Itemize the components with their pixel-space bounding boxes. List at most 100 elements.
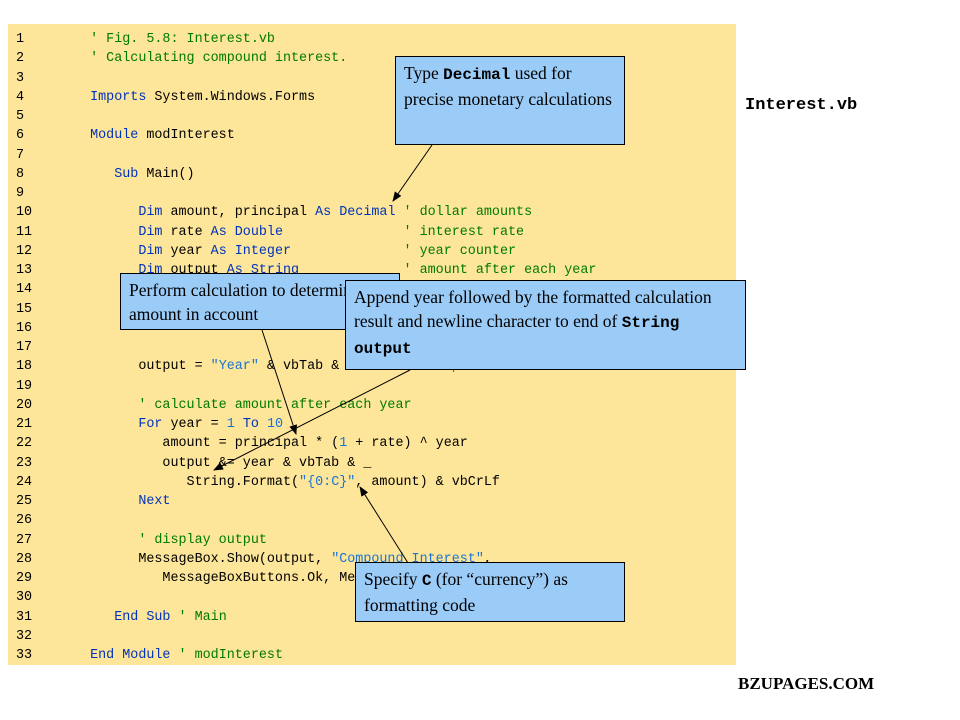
code-text: year [162, 243, 211, 259]
code-line: 25 Next [8, 492, 170, 511]
code-text: System.Windows.Forms [146, 89, 316, 105]
code-text [66, 533, 138, 548]
callout-calculation: Perform calculation to determine amount … [120, 273, 400, 330]
callout-append: Append year followed by the formatted ca… [345, 280, 746, 370]
code-line: 2 ' Calculating compound interest. [8, 49, 347, 68]
line-number: 30 [16, 590, 33, 606]
code-line: 16 [8, 319, 66, 338]
code-line: 15 [8, 300, 66, 319]
code-line: 31 End Sub ' Main [8, 608, 227, 627]
code-text: & vbTab & [258, 359, 348, 375]
callout-calculation-text: Perform calculation to determine amount … [129, 280, 360, 324]
code-keyword: End Sub [114, 609, 171, 625]
line-number: 23 [16, 455, 33, 471]
code-line: 23 output &= year & vbTab & _ [8, 454, 371, 473]
code-text: year = [162, 417, 227, 432]
code-text: String.Format( [66, 474, 300, 490]
code-comment: ' Calculating compound interest. [90, 51, 348, 67]
code-text [66, 205, 138, 220]
code-line: 32 [8, 627, 66, 646]
callout-append-code: String output [354, 314, 680, 358]
code-text [66, 648, 90, 663]
code-text [66, 494, 138, 509]
code-text: amount, principal [162, 205, 316, 221]
code-text [66, 167, 114, 182]
callout-currency-text-1: Specify [364, 569, 422, 589]
callout-decimal: Type Decimal used for precise monetary c… [395, 56, 625, 145]
code-line: 33 End Module ' modInterest [8, 646, 283, 665]
code-comment: ' modInterest [178, 648, 283, 663]
line-number: 31 [16, 609, 33, 625]
line-number: 17 [16, 340, 33, 355]
code-text [170, 648, 178, 663]
code-text: Main() [138, 166, 195, 182]
code-text: rate [162, 224, 211, 240]
line-number: 9 [16, 186, 25, 201]
code-comment: ' dollar amounts [403, 205, 533, 221]
code-keyword: Module [90, 128, 139, 144]
code-line: 4 Imports System.Windows.Forms [8, 88, 315, 107]
code-literal: "{0:C}" [299, 474, 356, 490]
code-line: 26 [8, 511, 66, 530]
code-text: , _ [483, 551, 508, 567]
callout-currency-text-2: (for “currency”) as formatting code [364, 569, 568, 615]
line-number: 2 [16, 51, 25, 67]
line-number: 32 [16, 628, 33, 644]
code-keyword: As Double [210, 224, 283, 240]
code-line: 9 [8, 184, 66, 203]
line-number: 33 [16, 648, 33, 663]
line-number: 24 [16, 474, 33, 490]
code-keyword: End Module [90, 648, 171, 663]
code-line: 6 Module modInterest [8, 126, 235, 145]
code-text [170, 610, 178, 625]
code-line: 8 Sub Main() [8, 165, 195, 184]
code-keyword: To [242, 417, 259, 432]
code-text: MessageBox.Show(output, [66, 551, 332, 567]
code-literal: 1 [226, 417, 235, 432]
line-number: 28 [16, 551, 33, 567]
code-line: 11 Dim rate As Double ' interest rate [8, 223, 524, 242]
line-number: 3 [16, 70, 25, 86]
code-keyword: Sub [114, 166, 139, 182]
code-line: 19 [8, 377, 66, 396]
line-number: 20 [16, 397, 33, 413]
line-number: 11 [16, 224, 33, 240]
callout-decimal-code: Decimal [443, 66, 511, 84]
line-number: 14 [16, 282, 33, 298]
code-text [235, 417, 243, 432]
code-line: 12 Dim year As Integer ' year counter [8, 242, 516, 261]
code-comment: ' interest rate [403, 224, 525, 240]
code-line: 22 amount = principal * (1 + rate) ^ yea… [8, 434, 468, 453]
code-text [283, 225, 404, 240]
code-comment: ' Fig. 5.8: Interest.vb [90, 32, 275, 47]
code-text [66, 32, 90, 47]
code-keyword: For [138, 417, 163, 432]
code-text: output = [66, 359, 211, 375]
code-text [66, 398, 138, 413]
code-keyword: Dim [138, 224, 163, 240]
file-name-label: Interest.vb [745, 96, 858, 115]
line-number: 26 [16, 513, 33, 529]
code-text: + rate) ^ year [347, 436, 468, 452]
line-number: 12 [16, 243, 33, 259]
code-text: , amount) & vbCrLf [355, 474, 500, 490]
code-keyword: Next [138, 494, 171, 509]
callout-decimal-text-2: used for precise monetary calculations [404, 63, 612, 109]
code-comment: ' calculate amount after each year [138, 397, 412, 413]
code-comment: ' Main [178, 609, 227, 625]
code-text [66, 244, 138, 259]
callout-currency: Specify C (for “currency”) as formatting… [355, 562, 625, 622]
code-keyword: Dim [138, 243, 163, 259]
code-line: 24 String.Format("{0:C}", amount) & vbCr… [8, 473, 500, 492]
line-number: 4 [16, 89, 25, 105]
line-number: 16 [16, 320, 33, 336]
watermark: BZUPAGES.COM [738, 674, 875, 693]
code-keyword: As Decimal [315, 205, 396, 221]
line-number: 10 [16, 205, 33, 221]
code-literal: "Year" [210, 359, 259, 375]
line-number: 19 [16, 378, 33, 394]
code-keyword: Dim [138, 205, 163, 221]
line-number: 13 [16, 263, 33, 278]
code-line: 14 [8, 280, 66, 299]
code-line: 10 Dim amount, principal As Decimal ' do… [8, 203, 532, 222]
